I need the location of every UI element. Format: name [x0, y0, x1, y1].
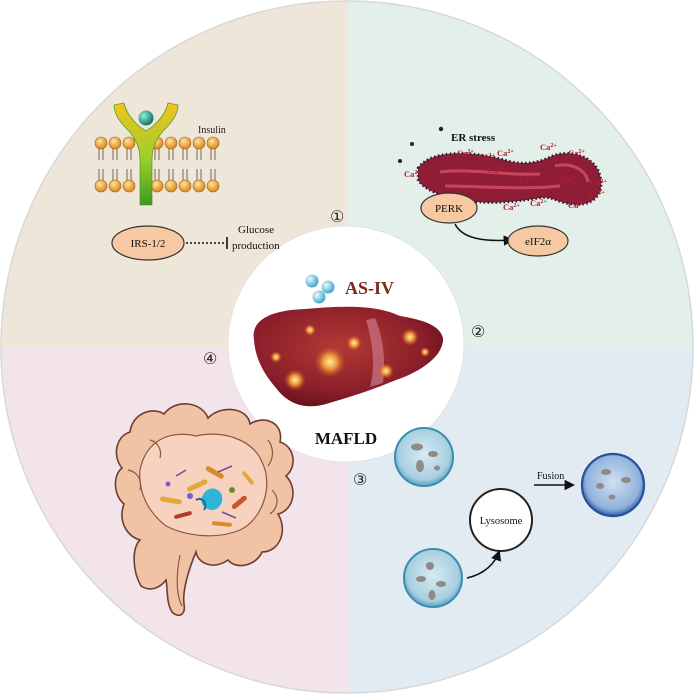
lipid-head-icon	[206, 136, 220, 150]
disease-label: MAFLD	[315, 429, 377, 448]
perk-node: PERK	[420, 192, 478, 224]
lipid-head-icon	[192, 136, 206, 150]
lipid-head-icon	[164, 136, 178, 150]
eif2a-node: eIF2α	[507, 225, 569, 257]
glucose-label: Glucose	[238, 224, 274, 236]
lipid-head-icon	[94, 179, 108, 193]
calcium-ion-label: Ca2+	[478, 152, 495, 162]
fusion-label: Fusion	[537, 471, 564, 482]
perk-label: PERK	[435, 203, 463, 215]
calcium-ion-label: Ca2+	[503, 202, 520, 212]
quadrant-1-bg	[1, 1, 347, 347]
marker-3: ③	[353, 472, 367, 489]
autophagosome-icon	[403, 548, 463, 608]
er-stress-label: ER stress	[451, 132, 496, 144]
autophagy-pathway: Lysosome Fusion	[394, 427, 646, 608]
calcium-ion-label: Ca2+	[487, 165, 504, 175]
irs-node: IRS-1/2	[111, 225, 185, 261]
insulin-molecule-icon	[138, 110, 154, 126]
calcium-ion-label: Ca2+	[530, 198, 547, 208]
lipid-head-icon	[108, 179, 122, 193]
autophagosome-icon	[394, 427, 454, 487]
lipid-head-icon	[94, 136, 108, 150]
perk-arrow	[454, 223, 515, 246]
lipid-head-icon	[122, 179, 136, 193]
production-label: production	[232, 240, 280, 252]
center-panel: AS-IV MAFLD	[227, 225, 465, 463]
lipid-head-icon	[108, 136, 122, 150]
lipid-head-icon	[164, 179, 178, 193]
calcium-ion-label: Ca2+	[457, 148, 474, 158]
calcium-ion-label: Ca2+	[588, 189, 605, 199]
lipid-head-icon	[150, 179, 164, 193]
calcium-ion-label: Ca2+	[497, 148, 514, 158]
lysosome-icon: Lysosome	[469, 488, 533, 552]
insulin-label: Insulin	[198, 125, 226, 136]
insulin-receptor-icon	[113, 102, 179, 206]
calcium-ion-label: Ca2+	[561, 174, 578, 184]
insulin-pathway: Insulin IRS-1/2 Glucose production	[94, 102, 280, 261]
lipid-head-icon	[178, 179, 192, 193]
calcium-ion-label: Ca2+	[540, 142, 557, 152]
autolysosome-icon	[580, 452, 646, 518]
er-stress-pathway: ER stress Ca2+Ca2+Ca2+Ca2+Ca2+Ca2+Ca2+Ca…	[398, 126, 607, 257]
calcium-ion-label: Ca2+	[568, 200, 585, 210]
drug-label: AS-IV	[345, 278, 394, 298]
irs-label: IRS-1/2	[131, 238, 166, 250]
er-organelle-icon	[416, 151, 603, 207]
calcium-ion-label: Ca2+	[404, 169, 421, 179]
calcium-ion-labels: Ca2+Ca2+Ca2+Ca2+Ca2+Ca2+Ca2+Ca2+Ca2+Ca2+…	[404, 142, 607, 212]
eif2a-label: eIF2α	[525, 236, 551, 248]
drug-molecule-icon	[305, 274, 335, 304]
liver-icon	[253, 306, 444, 407]
lipid-head-icon	[122, 136, 136, 150]
lipid-head-icon	[206, 179, 220, 193]
marker-1: ①	[330, 209, 344, 226]
marker-4: ④	[203, 351, 217, 368]
marker-2: ②	[471, 324, 485, 341]
lipid-head-icon	[192, 179, 206, 193]
membrane-bilayer-icon	[94, 136, 220, 193]
calcium-ion-label: Ca2+	[568, 148, 585, 158]
calcium-ion-label: Ca2+	[590, 178, 607, 188]
lipid-head-icon	[178, 136, 192, 150]
calcium-ion-label: Ca2+	[519, 174, 536, 184]
lysosome-label: Lysosome	[480, 516, 523, 527]
gut-microbiota-icon	[160, 465, 254, 527]
fusion-input-arrow	[466, 550, 502, 579]
